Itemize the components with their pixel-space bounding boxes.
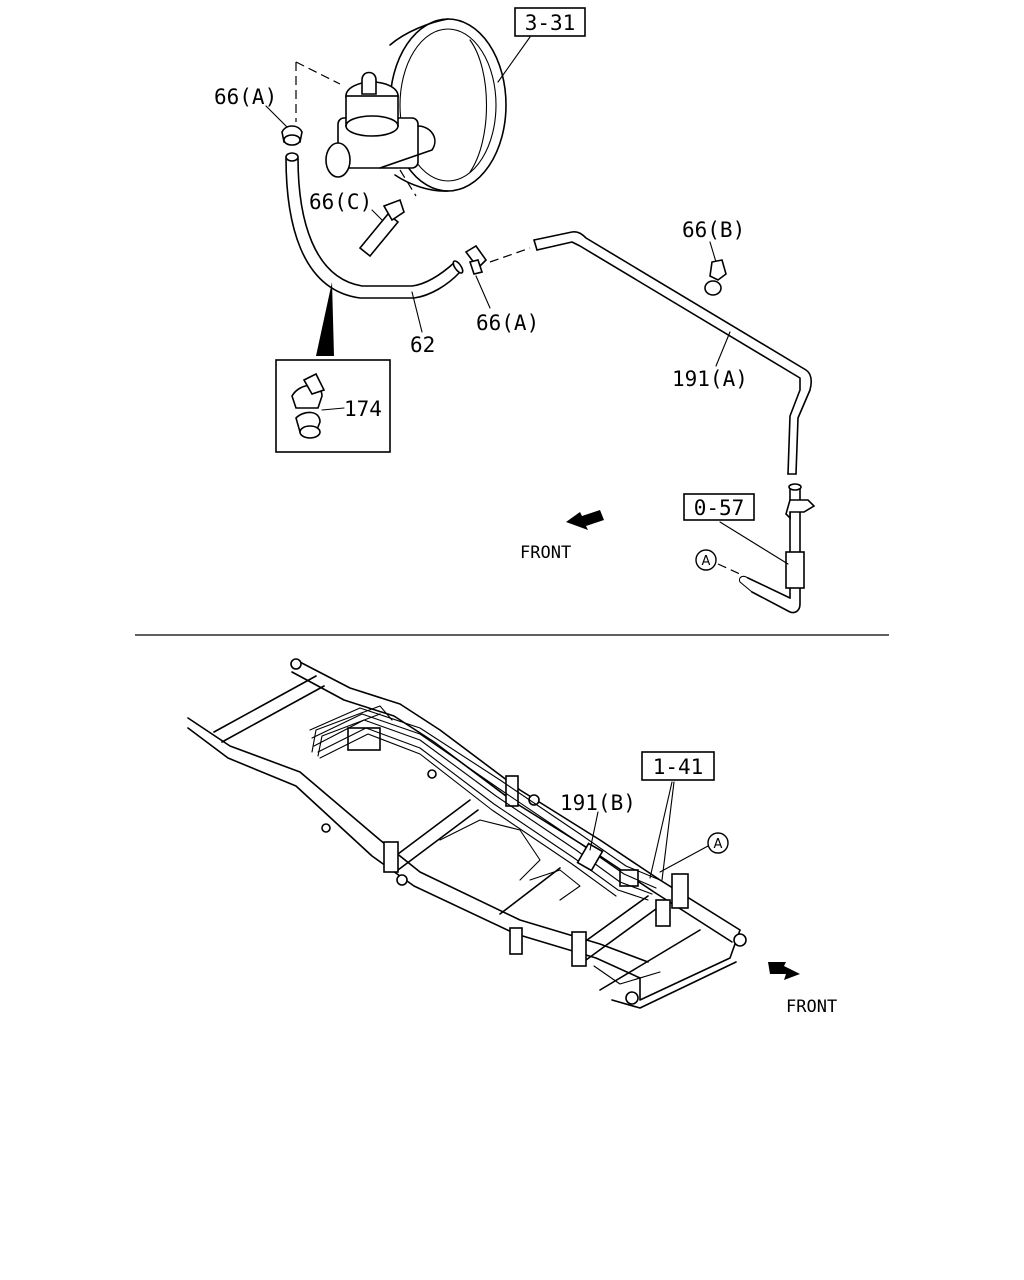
ref-box-1-41-label: 1-41 (653, 755, 704, 779)
hose-62 (285, 152, 464, 299)
leader-a-lower (659, 845, 709, 873)
leader-3-31 (497, 36, 531, 83)
leader-1-41-a (649, 781, 673, 879)
leader-66c (371, 209, 385, 223)
clip-66a-top-icon (281, 125, 303, 146)
leader-62 (411, 291, 423, 333)
clip-66c-icon (358, 198, 405, 258)
brake-booster-assembly (325, 18, 507, 192)
label-66a-mid: 66(A) (476, 311, 539, 335)
ref-box-1-41: 1-41 (641, 751, 715, 781)
connector-mark-a-upper-label: A (702, 554, 711, 569)
leader-66b (709, 241, 717, 263)
label-191a: 191(A) (672, 367, 748, 391)
inset-pointer-icon (316, 282, 334, 356)
leader-66a-top (265, 105, 291, 131)
ref-box-3-31: 3-31 (514, 7, 586, 37)
connector-mark-a-lower: A (707, 832, 729, 854)
clip-66a-mid-icon (464, 244, 488, 275)
leader-66a-mid (475, 275, 491, 309)
leader-0-57 (719, 521, 789, 565)
pipe-lower-section (738, 483, 816, 614)
front-arrow-lower-icon (768, 962, 800, 980)
leader-191a (715, 331, 731, 367)
ref-box-0-57-label: 0-57 (694, 496, 745, 520)
leader-1-41-b (661, 781, 675, 881)
label-66b: 66(B) (682, 218, 745, 242)
ref-box-3-31-label: 3-31 (525, 11, 576, 35)
pipe-191a (533, 231, 812, 475)
front-label-upper: FRONT (520, 543, 571, 563)
inset-box-174: 174 (275, 359, 391, 453)
chassis-frame (187, 658, 747, 1009)
leader-174 (321, 407, 345, 411)
front-arrow-upper-icon (566, 510, 604, 530)
front-label-lower: FRONT (786, 997, 837, 1017)
connector-mark-a-lower-label: A (714, 837, 723, 852)
label-66a-top: 66(A) (214, 85, 277, 109)
label-66c: 66(C) (309, 190, 372, 214)
clip-174-icon (291, 372, 326, 439)
label-191b: 191(B) (560, 791, 636, 815)
label-62: 62 (410, 333, 435, 357)
leader-191b (589, 811, 599, 851)
clip-66b-icon (704, 259, 727, 296)
connector-mark-a-upper: A (695, 549, 717, 571)
ref-box-0-57: 0-57 (683, 493, 755, 521)
brake-lines-bundle (309, 707, 661, 901)
label-174: 174 (344, 397, 382, 421)
